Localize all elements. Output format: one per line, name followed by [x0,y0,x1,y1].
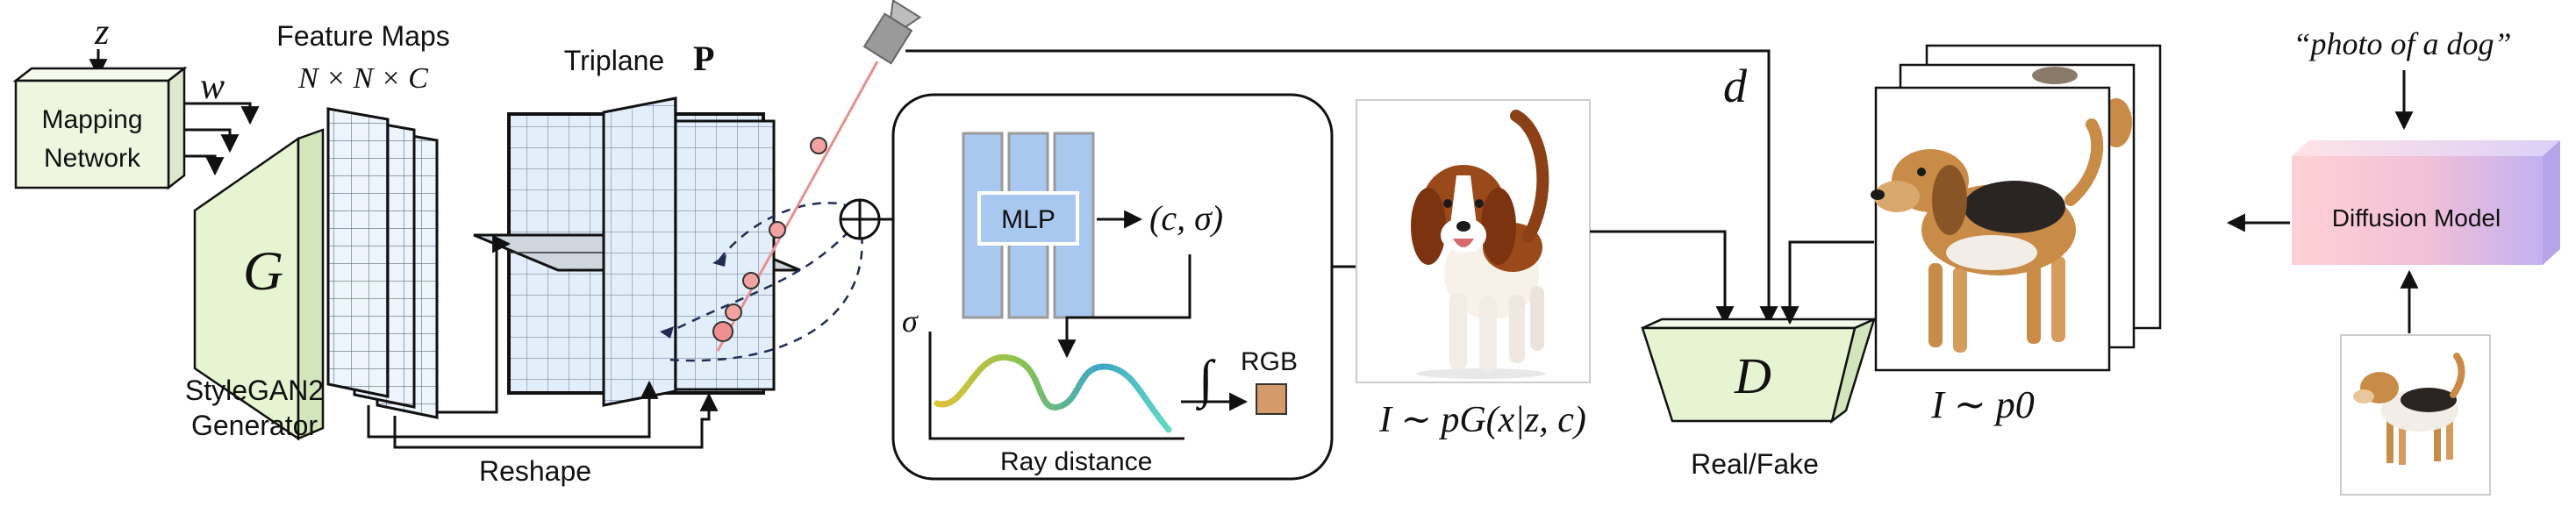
triplane-volume [473,96,801,407]
ray-sample-point-2 [769,221,786,239]
triplane-title: Triplane [564,45,664,76]
direction-line [905,49,1778,325]
w-label: w [200,67,225,107]
ray-sample-point-3 [742,272,760,289]
discriminator-symbol: D [1734,347,1771,404]
density-curve [934,353,1172,433]
discriminator-block: D [1641,317,1877,425]
image-to-discriminator-arrow [1590,230,1735,325]
reshape-arrow-1 [437,234,512,414]
reshape-arrow-3 [393,392,719,449]
mlp-block: MLP [962,132,1095,319]
beagle-image [1871,86,2111,372]
real-fake-label: Real/Fake [1691,448,1819,480]
sample-arrowhead-2 [660,326,674,339]
ray-sample-point-1 [810,137,827,154]
sum-circle-icon [839,198,881,240]
ray-sample-point-4 [725,303,742,321]
w-arrow-2 [184,128,240,153]
rgb-label: RGB [1241,347,1298,376]
mlp-output-label: (c, σ) [1149,198,1223,238]
feature-map-stack [326,107,439,419]
renderer-panel [891,93,1334,481]
mapping-network-box: Mapping Network [12,66,188,190]
generator-block: G [193,128,325,441]
feature-maps-title: Feature Maps [276,20,449,52]
triplane-symbol: P [693,39,714,78]
mapping-network-label-2: Network [44,144,141,173]
diffusion-model-label: Diffusion Model [2332,204,2501,232]
ray-distance-label: Ray distance [1000,447,1152,476]
generator-caption-1: StyleGAN2 [185,375,324,406]
generator-caption-2: Generator [191,410,318,441]
generator-symbol: G [243,239,283,302]
output-to-plot-arrow [1057,254,1191,359]
mlp-label: MLP [1001,205,1055,234]
integral-symbol: ∫ [1196,350,1216,411]
sample-arrowhead-1 [712,254,726,267]
camera-ray [716,61,879,352]
example-beagle-image [2340,334,2491,496]
mapping-network-label-1: Mapping [41,105,142,134]
sample-curve-middle [666,218,861,335]
sample-curve-lower [666,218,863,362]
z-label: z [94,12,109,53]
camera-icon [862,0,922,65]
w-arrow-1 [184,102,260,125]
diffusion-model-box: Diffusion Model [2292,140,2560,265]
prior-to-discriminator-arrow [1780,240,1874,325]
generated-image-caption: I ∼ pG(x|z, c) [1378,400,1586,440]
rgb-patch [1256,383,1287,415]
direction-label: d [1723,60,1748,112]
sigma-label: σ [902,303,919,339]
w-arrow-3 [184,154,225,176]
reshape-arrow-2 [367,380,659,439]
reshape-label: Reshape [479,455,591,487]
dog-image [1356,99,1591,383]
prior-image-caption: I ∼ p0 [1930,383,2035,426]
ray-sample-point-5 [712,321,733,342]
feature-maps-dims: N × N × C [297,62,428,95]
prompt-label: “photo of a dog” [2293,26,2511,61]
plot-axes [928,332,1184,440]
